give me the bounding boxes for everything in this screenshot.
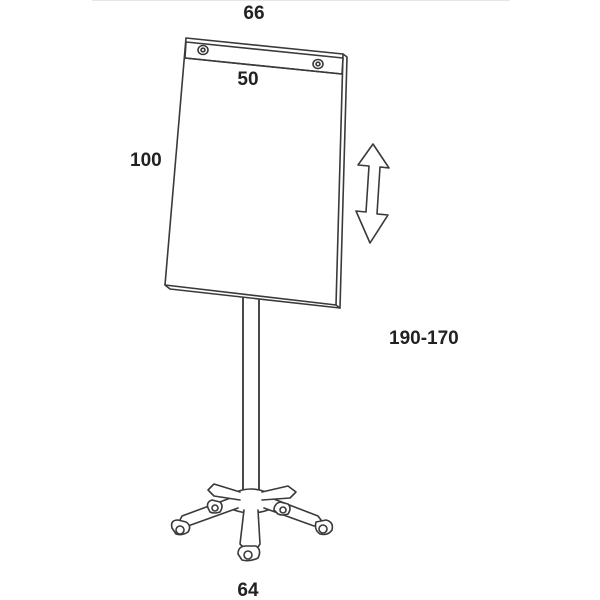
caster-front [237,545,261,562]
board-height-label: 100 [130,150,162,171]
top-width-label: 66 [243,3,265,24]
base-width-label: 64 [237,580,259,600]
caster-back-left [206,499,223,514]
paper-clamp-bar [184,41,344,75]
double-headed-vertical-arrow-icon [355,143,390,244]
caster-right [314,519,334,536]
caster-back-right [273,501,291,516]
clamp-peg-right [312,58,324,70]
top-border-line [92,0,510,1]
stand-height-label: 190-170 [389,328,459,349]
caster-left [170,519,191,536]
clamp-peg-left [197,44,209,56]
whiteboard-panel [164,37,348,309]
paper-width-label: 50 [237,69,259,90]
central-pole [242,297,260,499]
star-base [177,483,325,551]
